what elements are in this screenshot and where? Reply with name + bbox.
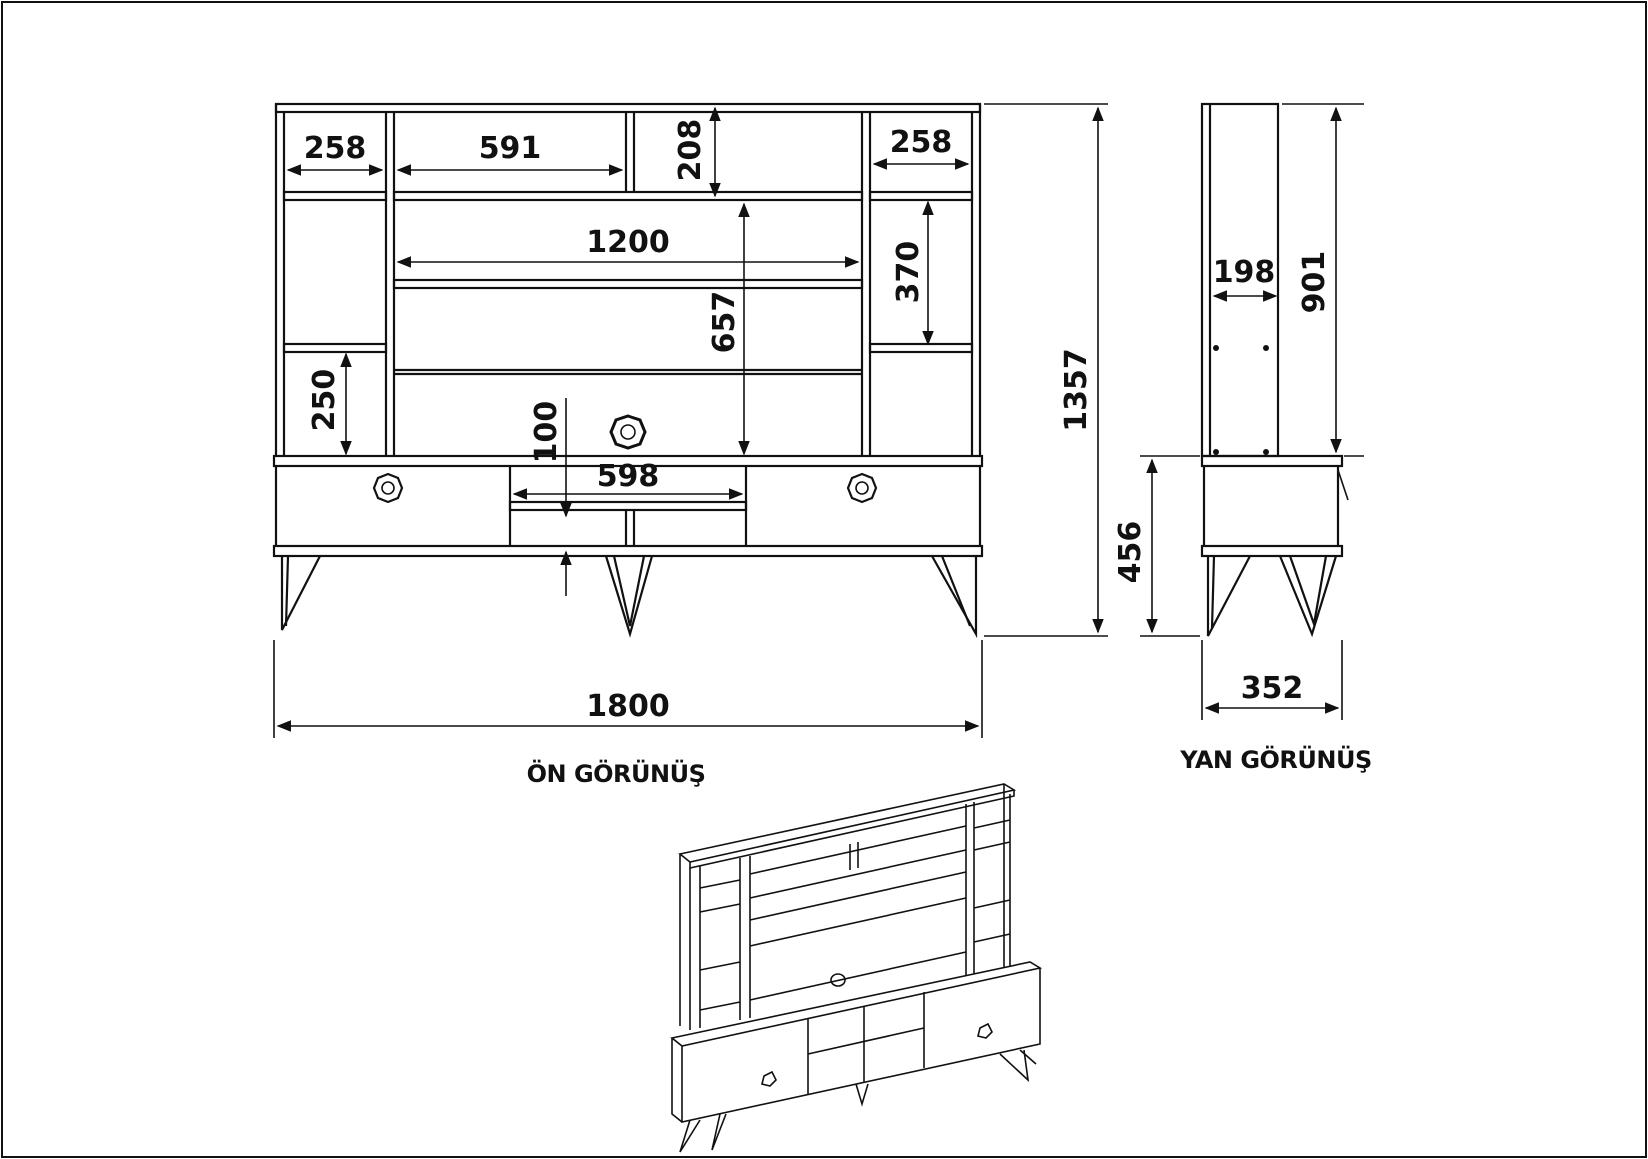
dim-side-cell-height: 370 xyxy=(891,241,926,304)
side-view: 198 901 456 352 YAN GÖRÜNÜŞ xyxy=(1113,102,1372,774)
hairpin-leg xyxy=(604,555,654,638)
drawer-knob-icon xyxy=(372,472,404,504)
dim-lower-height: 456 xyxy=(1113,521,1148,584)
dim-top-center-height: 208 xyxy=(673,119,708,182)
hairpin-leg xyxy=(931,555,978,639)
dim-tv-area-height: 657 xyxy=(707,291,742,354)
dim-low-cell-height: 250 xyxy=(307,369,342,432)
cable-hole-icon xyxy=(609,414,647,450)
dim-total-height: 1357 xyxy=(1059,348,1094,432)
dim-top-depth: 198 xyxy=(1213,255,1276,290)
dim-middle-drawer-width: 598 xyxy=(597,459,660,494)
hairpin-leg xyxy=(1206,555,1251,637)
drawer-knob-icon xyxy=(846,472,878,504)
isometric-view xyxy=(670,783,1043,1153)
dim-upper-height: 901 xyxy=(1297,251,1332,314)
dim-right-cell-width: 258 xyxy=(890,125,953,160)
dim-leg-height: 100 xyxy=(529,401,564,464)
dim-total-width: 1800 xyxy=(586,689,670,724)
dim-top-center-width: 591 xyxy=(479,131,542,166)
front-view: 258 591 208 258 1200 370 657 250 100 598… xyxy=(272,102,1108,788)
hairpin-leg xyxy=(1278,555,1338,638)
dim-left-cell-width: 258 xyxy=(304,131,367,166)
dim-inner-width: 1200 xyxy=(586,225,670,260)
dim-total-depth: 352 xyxy=(1241,671,1304,706)
side-view-caption: YAN GÖRÜNÜŞ xyxy=(1179,744,1372,774)
front-view-caption: ÖN GÖRÜNÜŞ xyxy=(527,758,706,788)
hairpin-leg xyxy=(280,555,321,631)
